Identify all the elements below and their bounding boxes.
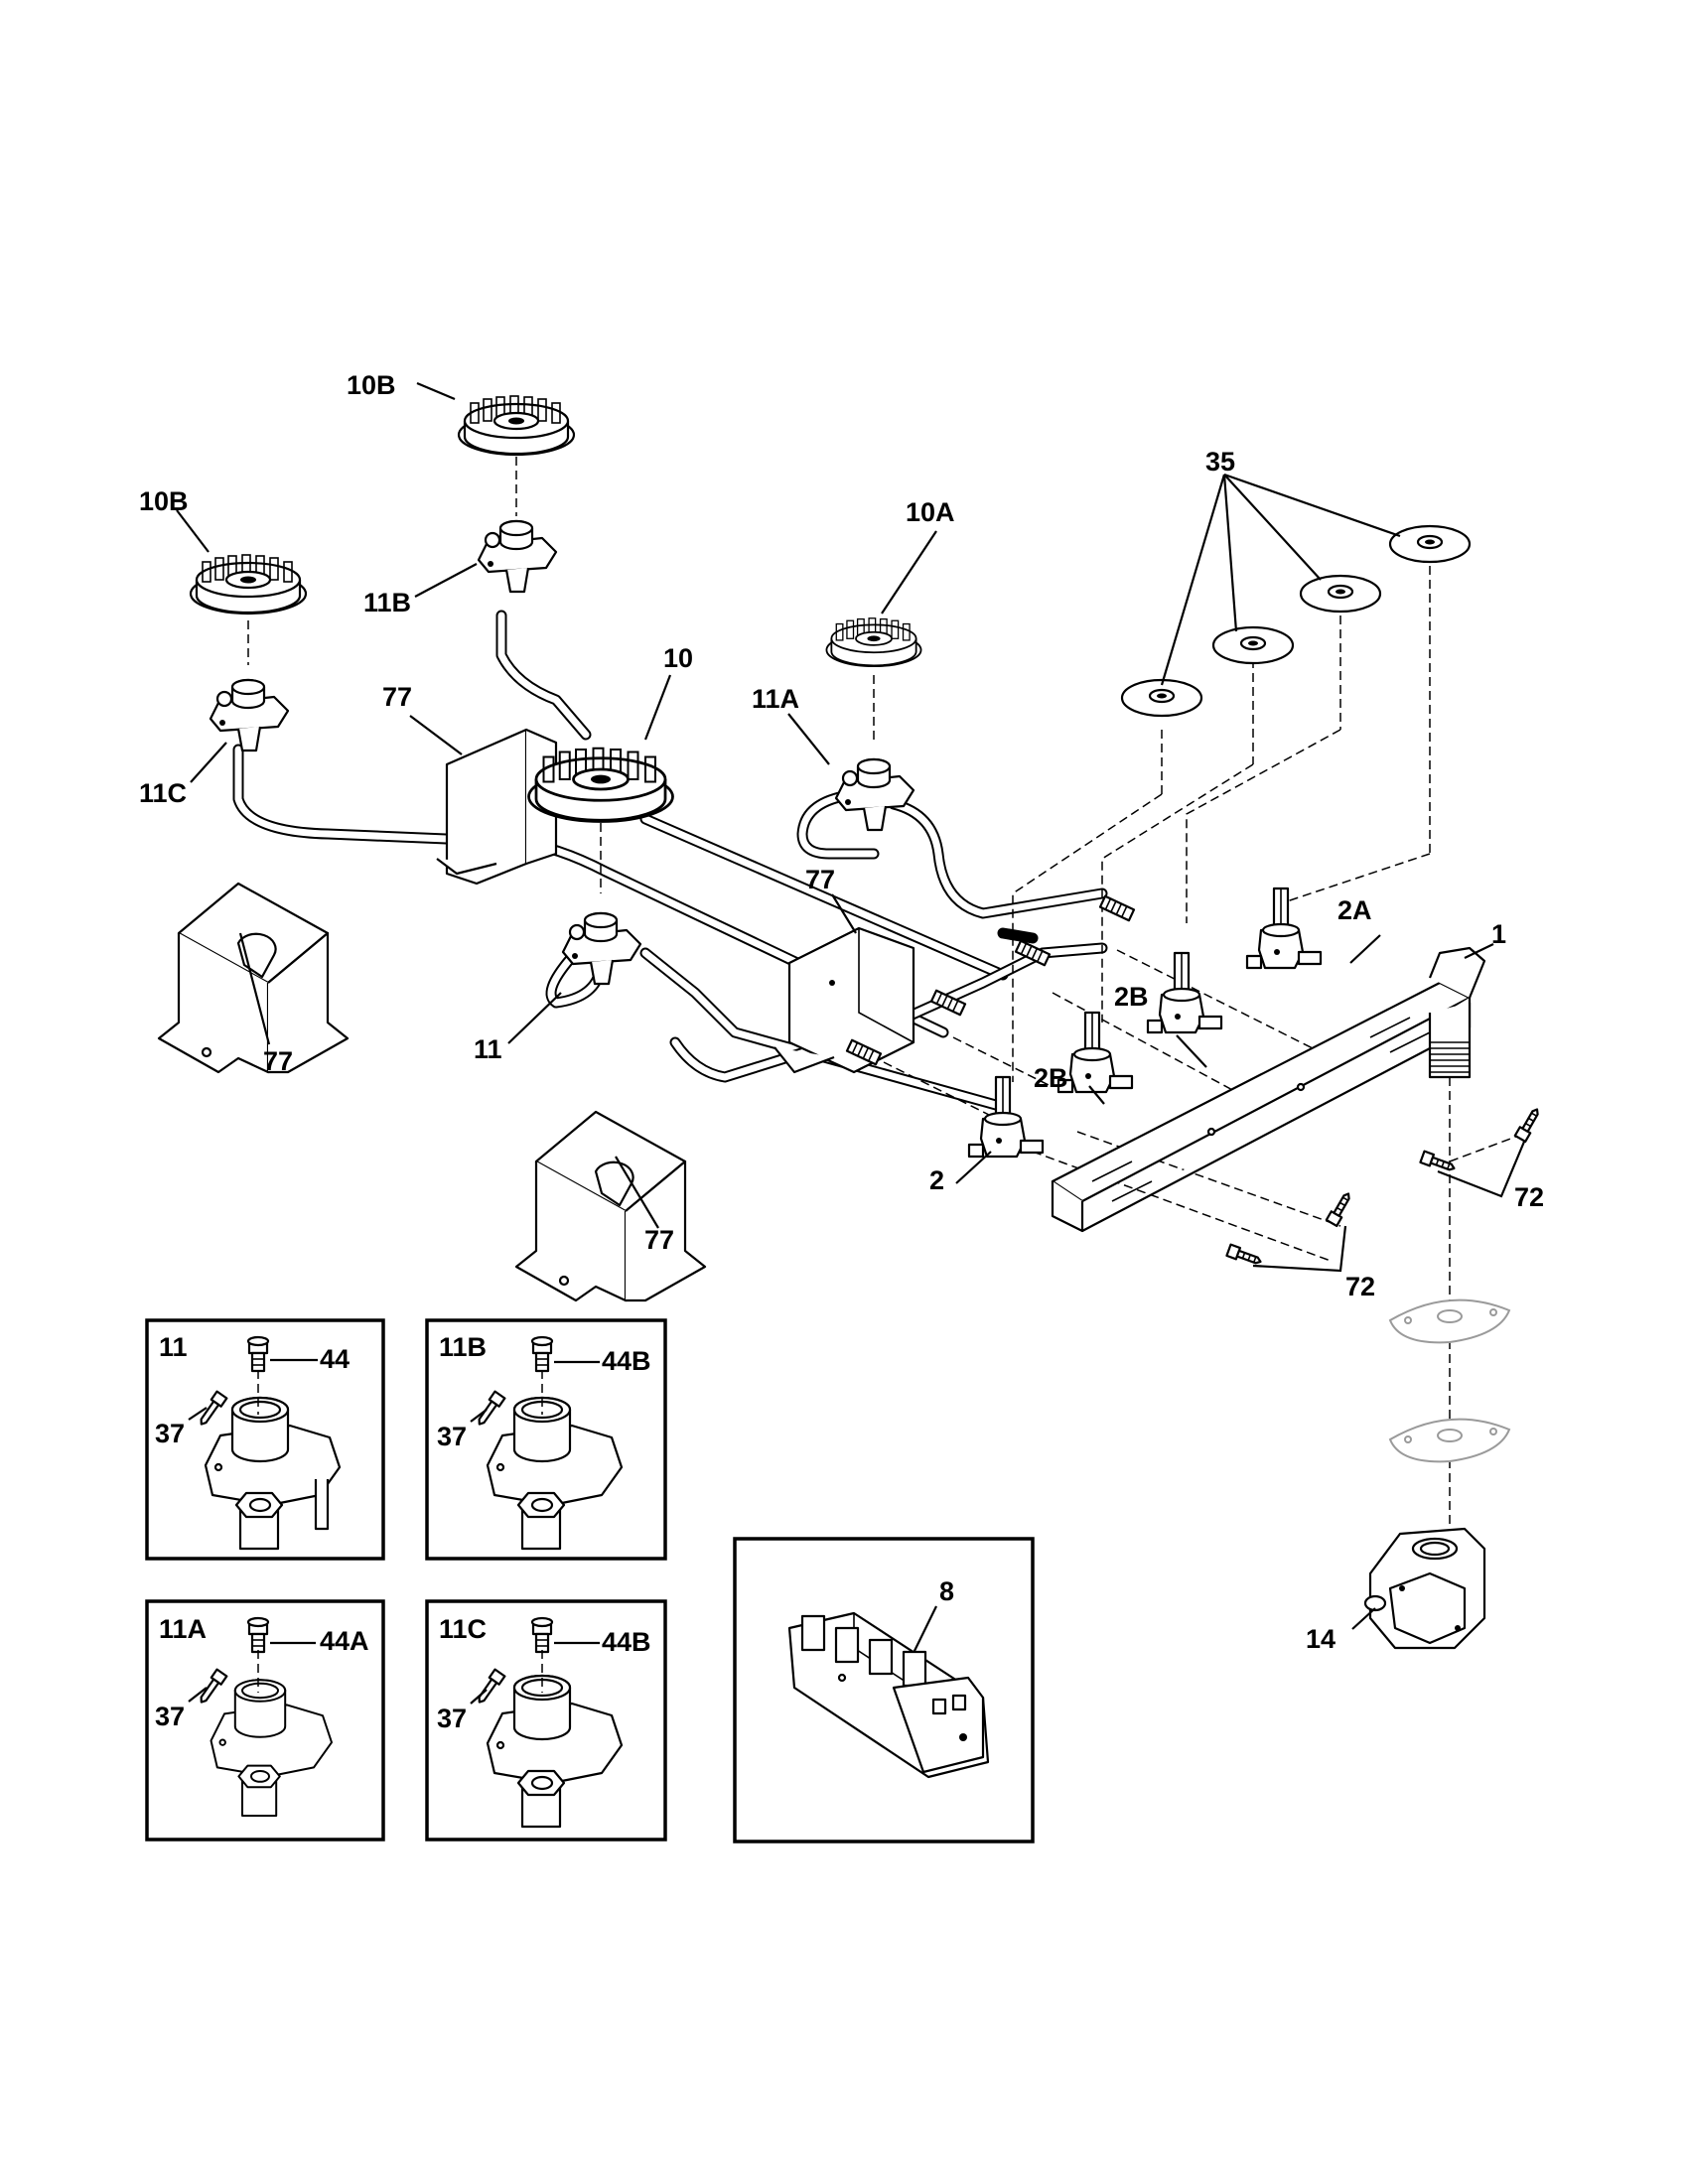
orifice-fitting-a <box>1098 894 1136 922</box>
inset-11c-screw-label: 37 <box>437 1704 467 1733</box>
callout-labels: 10B 10B 11B 11C 10A 11A 10 77 77 77 77 1… <box>139 370 1544 1654</box>
washer-35-a <box>1120 678 1203 718</box>
manifold-pipe <box>1051 946 1486 1233</box>
inset-11a-title: 11A <box>159 1614 207 1644</box>
burner-head-detail <box>210 1679 333 1817</box>
screw-72-c <box>1325 1189 1355 1228</box>
callout-77-loose-right: 77 <box>644 1225 674 1255</box>
inset-11c-title: 11C <box>439 1614 487 1644</box>
callout-77-rear-right: 77 <box>805 865 835 894</box>
callout-2b-rear: 2B <box>1114 982 1149 1012</box>
burner-head-11 <box>561 911 642 986</box>
callout-11c: 11C <box>139 778 187 808</box>
callout-2b-front: 2B <box>1034 1063 1068 1093</box>
inset-11b-cap-label: 44B <box>602 1346 651 1376</box>
inset-11a-cap-label: 44A <box>320 1626 369 1656</box>
inset-11-screw-label: 37 <box>155 1419 185 1448</box>
callout-10b-rear: 10B <box>347 370 396 400</box>
gasket-upper <box>1388 1298 1511 1344</box>
washer-35-d <box>1388 524 1472 564</box>
callout-77-rear-left: 77 <box>382 682 412 712</box>
inset-11-title: 11 <box>159 1332 188 1362</box>
burner-head-11c <box>209 678 290 752</box>
mounting-screw-icon <box>473 1668 506 1707</box>
burner-head-detail <box>486 1674 624 1829</box>
cap-screw-44b-icon <box>530 1616 554 1654</box>
valve-2 <box>967 1075 1045 1159</box>
callout-2a: 2A <box>1337 895 1372 925</box>
callout-14: 14 <box>1306 1624 1336 1654</box>
cap-screw-44b-icon <box>530 1335 554 1373</box>
bracket-loose-left <box>157 882 350 1074</box>
callout-11a: 11A <box>752 684 799 714</box>
burner-base-10a <box>825 616 922 668</box>
inset-11: 11 44 37 <box>145 1318 385 1561</box>
washer-35-b <box>1211 625 1295 665</box>
gas-tubing <box>232 610 1108 1113</box>
callout-11b: 11B <box>363 588 411 617</box>
burner-head-detail <box>486 1396 624 1551</box>
leader-lines <box>176 381 1526 1654</box>
inset-11-cap-label: 44 <box>320 1344 350 1374</box>
inset-11c-cap-label: 44B <box>602 1627 651 1657</box>
burner-base-10b-left <box>189 553 308 615</box>
burner-head-11b <box>477 519 558 594</box>
mounting-screw-icon <box>473 1390 506 1430</box>
pressure-regulator <box>1363 1527 1486 1650</box>
callout-72-upper: 72 <box>1514 1182 1544 1212</box>
gasket-lower <box>1388 1418 1511 1463</box>
bracket-loose-right <box>514 1110 707 1302</box>
callout-8: 8 <box>939 1576 954 1606</box>
inset-spark-module <box>733 1537 1035 1843</box>
callout-1: 1 <box>1491 919 1506 949</box>
callout-72-lower: 72 <box>1345 1272 1375 1301</box>
washer-35-c <box>1299 574 1382 614</box>
valve-2b-front <box>1056 1011 1134 1094</box>
callout-77-loose-left: 77 <box>263 1046 293 1076</box>
inset-11a-screw-label: 37 <box>155 1702 185 1731</box>
callout-35: 35 <box>1205 447 1235 477</box>
inset-11b-screw-label: 37 <box>437 1422 467 1451</box>
callout-10a: 10A <box>906 497 955 527</box>
screw-72-d <box>1225 1243 1264 1269</box>
alignment-lines <box>247 457 1530 1534</box>
callout-10b-left: 10B <box>139 486 189 516</box>
inset-11b: 11B 44B 37 <box>425 1318 667 1561</box>
bracket-rear-right <box>774 926 915 1074</box>
inset-11b-title: 11B <box>439 1332 487 1362</box>
callout-10: 10 <box>663 643 693 673</box>
mounting-screw-icon <box>195 1668 228 1707</box>
cap-screw-44a-icon <box>246 1616 270 1654</box>
burner-base-10b-rear <box>457 394 576 457</box>
callout-2: 2 <box>929 1165 944 1195</box>
inset-11a: 11A 44A 37 <box>145 1599 385 1842</box>
inset-11c: 11C 44B 37 <box>425 1599 667 1842</box>
mounting-screw-icon <box>195 1390 228 1430</box>
screw-72-a <box>1513 1105 1544 1144</box>
valve-2a <box>1245 887 1323 970</box>
valve-2b-rear <box>1146 951 1223 1034</box>
burner-head-11a <box>834 757 915 832</box>
callout-11: 11 <box>474 1034 502 1064</box>
cap-screw-44-icon <box>246 1335 270 1373</box>
